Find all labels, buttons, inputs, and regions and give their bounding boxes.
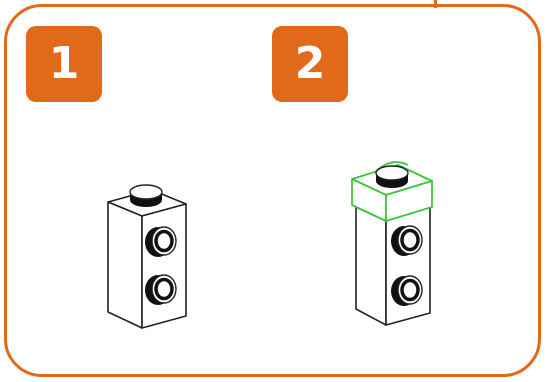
brick-left-face	[355, 206, 387, 326]
side-stud-upper-icon	[145, 226, 177, 257]
side-stud-lower-icon	[145, 274, 177, 305]
brick-right-face	[141, 203, 187, 329]
lego-brick-highlighted-icon	[351, 161, 433, 326]
step-1-badge: 1	[26, 26, 102, 102]
brick-left-face	[107, 201, 143, 329]
plate-right-face	[385, 180, 433, 222]
brick-right-face	[385, 206, 431, 326]
side-stud-upper-icon	[391, 225, 423, 256]
top-stud-icon	[129, 184, 163, 207]
lego-brick-icon	[107, 184, 187, 329]
top-stud-icon	[375, 165, 409, 188]
instruction-frame	[4, 4, 541, 377]
side-stud-lower-icon	[391, 275, 423, 306]
step-2-badge: 2	[272, 26, 348, 102]
